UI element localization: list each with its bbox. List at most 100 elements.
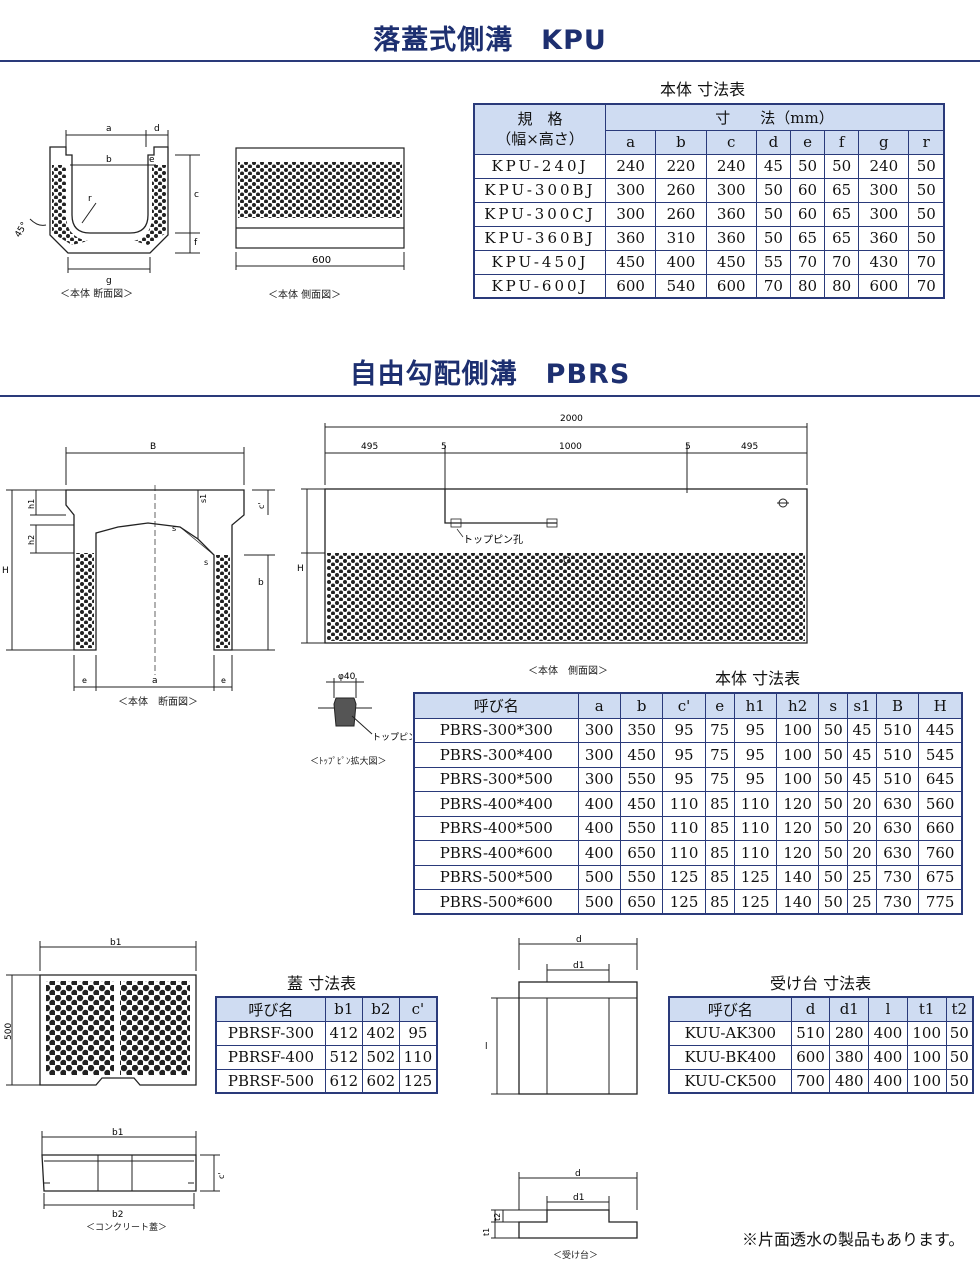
column-header: B [875,692,920,719]
dimension-cell: 730 [875,864,920,890]
kpu-dimension-table: 規 格 （幅×高さ） 寸 法（mm） a b c d e f g r KPU-2… [473,103,945,299]
product-name-cell: KPU-600J [473,273,606,299]
dimension-cell: 550 [619,766,664,792]
base-front-label-d1: d1 [573,1193,584,1203]
dimension-cell: 80 [824,273,860,299]
dimension-cell: 412 [324,1020,363,1046]
product-name-cell: PBRS-400*500 [413,815,579,841]
dimension-cell: 125 [398,1068,438,1094]
product-name-cell: PBRSF-400 [215,1044,326,1070]
dimension-cell: 540 [655,273,707,299]
dimension-cell: 75 [704,766,735,792]
base-front-drawing: d d1 t1 t2 [482,1169,638,1239]
dimension-cell: 400 [577,840,621,866]
dimension-cell: 510 [875,742,920,768]
dimension-cell: 380 [829,1044,870,1070]
dimension-cell: 510 [875,717,920,743]
dimension-cell: 70 [908,273,945,299]
dimension-cell: 450 [604,249,657,275]
dimension-cell: 650 [619,840,664,866]
product-name-cell: PBRS-300*400 [413,742,579,768]
dimension-cell: 20 [847,815,877,841]
dimension-cell: 360 [705,225,757,251]
dimension-cell: 300 [604,201,657,227]
dimension-cell: 240 [858,153,910,179]
kpu-label-d: d [154,124,160,134]
dimension-cell: 60 [789,177,826,203]
dimension-cell: 775 [918,889,963,915]
dimension-cell: 50 [818,840,849,866]
dimension-cell: 50 [945,1044,974,1070]
pbrs-label-e-right: e [221,676,226,685]
dimension-cell: 20 [847,840,877,866]
dimension-cell: 240 [705,153,757,179]
kpu-section-title: 落蓋式側溝 KPU [373,25,607,56]
dimension-cell: 70 [755,273,791,299]
pbrs-label-e-left: e [82,676,87,685]
dimension-cell: 45 [755,153,791,179]
dimension-cell: 300 [577,742,621,768]
dimension-cell: 70 [789,249,826,275]
dimension-cell: 240 [604,153,657,179]
pbrs-label-seg2: 5 [441,442,447,452]
dimension-cell: 700 [790,1068,831,1094]
pbrs-label-total: 2000 [560,414,583,424]
pbrs-label-seg5: 495 [741,442,758,452]
pbrs-label-s: s [172,524,176,533]
column-header: t2 [945,996,974,1022]
dimension-cell: 402 [361,1020,400,1046]
dimension-cell: 630 [875,815,920,841]
kpu-section-caption: ＜本体 断面図＞ [60,289,134,300]
dimension-cell: 400 [655,249,707,275]
kpu-side-view-drawing: 600 [235,147,405,270]
dimension-cell: 50 [818,864,849,890]
dimension-cell: 100 [906,1068,947,1094]
dimension-cell: 100 [906,1044,947,1070]
dimension-cell: 400 [868,1068,908,1094]
dimension-cell: 45 [847,717,877,743]
column-header: c' [398,996,438,1022]
dimension-cell: 100 [775,742,820,768]
kpu-header-spec: 規 格 （幅×高さ） [473,103,606,155]
dimension-cell: 50 [908,177,945,203]
dimension-cell: 25 [847,889,877,915]
kpu-side-caption: ＜本体 側面図＞ [268,290,342,301]
pbrs-label-H: H [2,566,9,576]
dimension-cell: 75 [704,717,735,743]
product-name-cell: KUU-CK500 [668,1068,792,1094]
product-name-cell: KPU-300BJ [473,177,606,203]
dimension-cell: 65 [824,177,860,203]
lid-label-b1-front: b1 [112,1128,123,1138]
lid-label-b1: b1 [110,938,121,948]
dimension-cell: 50 [945,1020,974,1046]
dimension-cell: 50 [818,889,849,915]
dimension-cell: 50 [945,1068,974,1094]
dimension-cell: 110 [733,840,777,866]
dimension-cell: 95 [733,766,777,792]
dimension-cell: 95 [662,717,706,743]
product-name-cell: KPU-450J [473,249,606,275]
product-name-cell: PBRS-500*600 [413,889,579,915]
pbrs-label-s2: s [204,558,208,567]
dimension-cell: 95 [733,717,777,743]
product-name-cell: KPU-360BJ [473,225,606,251]
product-name-cell: PBRS-400*600 [413,840,579,866]
product-name-cell: PBRS-300*500 [413,766,579,792]
pbrs-title-rule [0,395,980,397]
kpu-col-header: f [824,129,860,155]
kpu-col-header: b [655,129,707,155]
pbrs-pin-dia: φ40 [338,672,356,682]
dimension-cell: 50 [818,717,849,743]
dimension-cell: 45 [847,766,877,792]
dimension-cell: 100 [906,1020,947,1046]
column-header: s [818,692,849,719]
product-name-cell: PBRS-300*300 [413,717,579,743]
base-table-caption: 受け台 寸法表 [770,974,872,993]
dimension-cell: 50 [818,766,849,792]
product-name-cell: KUU-AK300 [668,1020,792,1046]
pbrs-table-caption: 本体 寸法表 [715,669,801,688]
base-label-d: d [576,935,582,945]
